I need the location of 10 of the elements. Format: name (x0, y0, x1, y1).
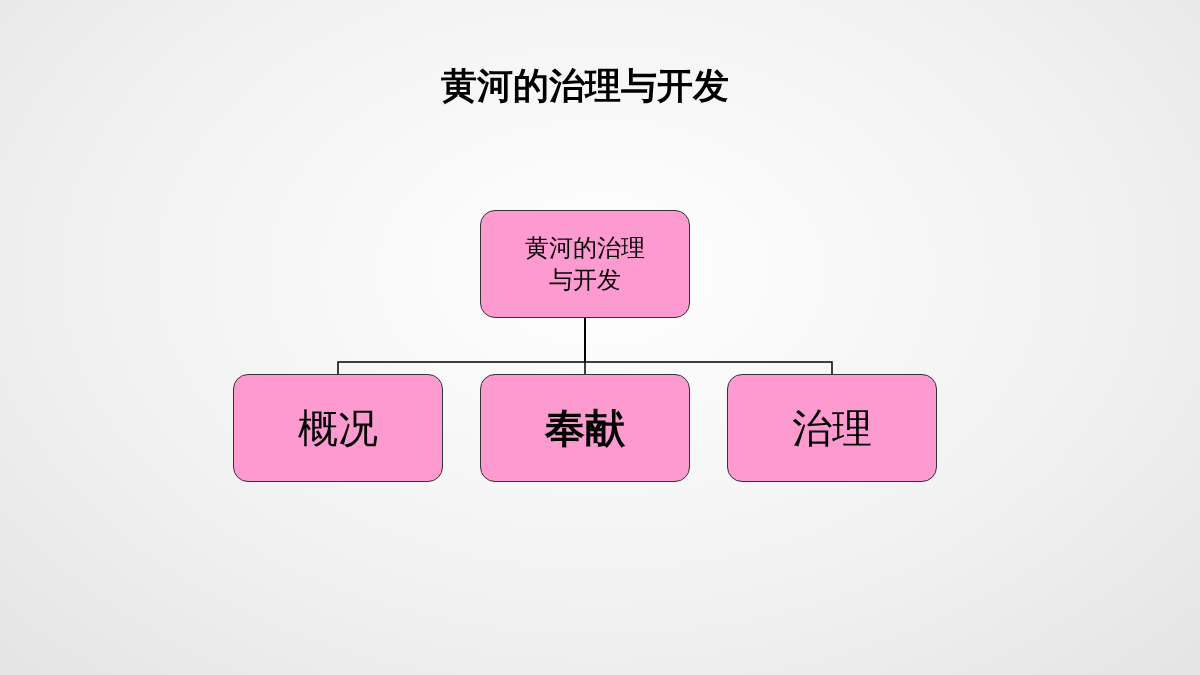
box-label: 黄河的治理与开发 (524, 232, 646, 296)
process-box (727, 374, 937, 482)
process-box (480, 210, 690, 318)
process-box (233, 374, 443, 482)
connector-line (584, 317, 833, 375)
title: 黄河的治理与开发 (440, 64, 730, 108)
box-label: 概况 (298, 404, 378, 453)
box-label: 奉献 (545, 403, 625, 453)
process-box (480, 374, 690, 482)
box-label: 治理 (792, 404, 872, 453)
